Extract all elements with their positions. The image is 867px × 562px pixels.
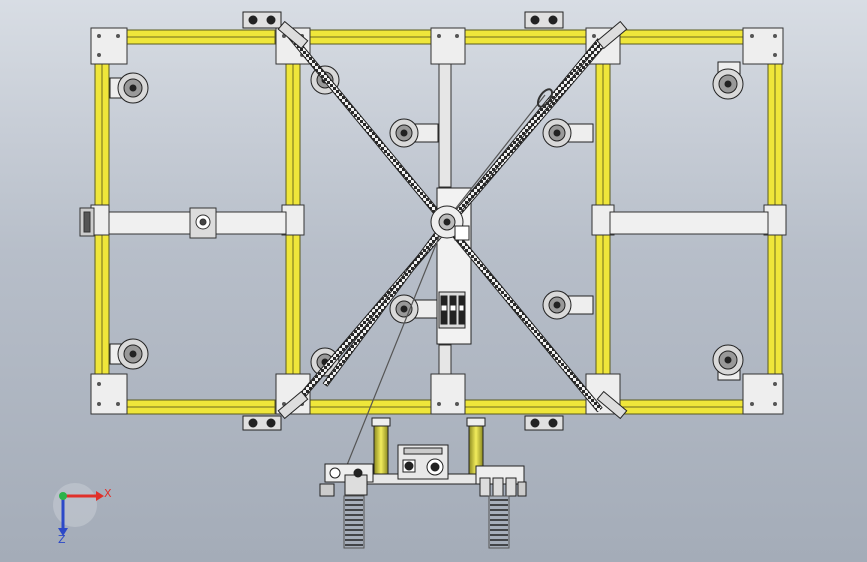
leveling-springs [343,495,510,549]
hook-assembly-left [319,463,374,497]
lower-assembly [319,417,527,497]
caster-wheel-left-bottom [109,338,149,370]
corner-brackets [90,27,787,415]
corner-bracket [430,27,466,65]
cable [344,221,446,471]
chain-tensioners [277,20,628,420]
corner-bracket [742,27,784,65]
cable [444,94,546,223]
clamp-block-bottom-right [524,415,564,431]
x-axis-label: X [104,487,112,500]
clamp-block-top-left [242,11,282,29]
caster-wheel-center-right-low [542,290,594,320]
corner-bracket [90,27,128,65]
chain-shackle [536,88,554,108]
spring-right [488,495,510,549]
clamp-blocks [242,11,564,431]
caster-wheel-center-left-mid [389,118,439,148]
caster-wheels [109,61,744,381]
coordinate-triad[interactable]: X Z [53,483,112,546]
y-axis-dot-icon [59,492,67,500]
z-axis-arrowhead-icon [58,528,68,536]
clamp-block-bottom-left [242,415,282,431]
triad-origin-shading [53,483,97,527]
corner-bracket [742,373,784,415]
hook-assembly-right [475,465,527,497]
corner-bracket [430,373,466,415]
caster-wheel-center-right-mid [542,118,594,148]
x-axis-arrowhead-icon [96,491,104,501]
corner-bracket [90,373,128,415]
caster-wheel-center-left-low [389,294,439,324]
profile-center-right [438,344,452,376]
gear-motor [397,444,449,480]
support-tube-left [373,419,389,476]
caster-wheel-right-bottom [712,344,744,381]
caster-wheel-right-top [712,61,744,100]
center-hub [430,205,470,241]
profile-center-left [438,61,452,188]
slide-block [79,207,217,239]
cross-member-right [609,211,769,235]
z-axis-label: Z [58,533,66,546]
caster-wheel-left-top [109,72,149,104]
spring-left [343,495,365,549]
clamp-block-top-right [524,11,564,29]
